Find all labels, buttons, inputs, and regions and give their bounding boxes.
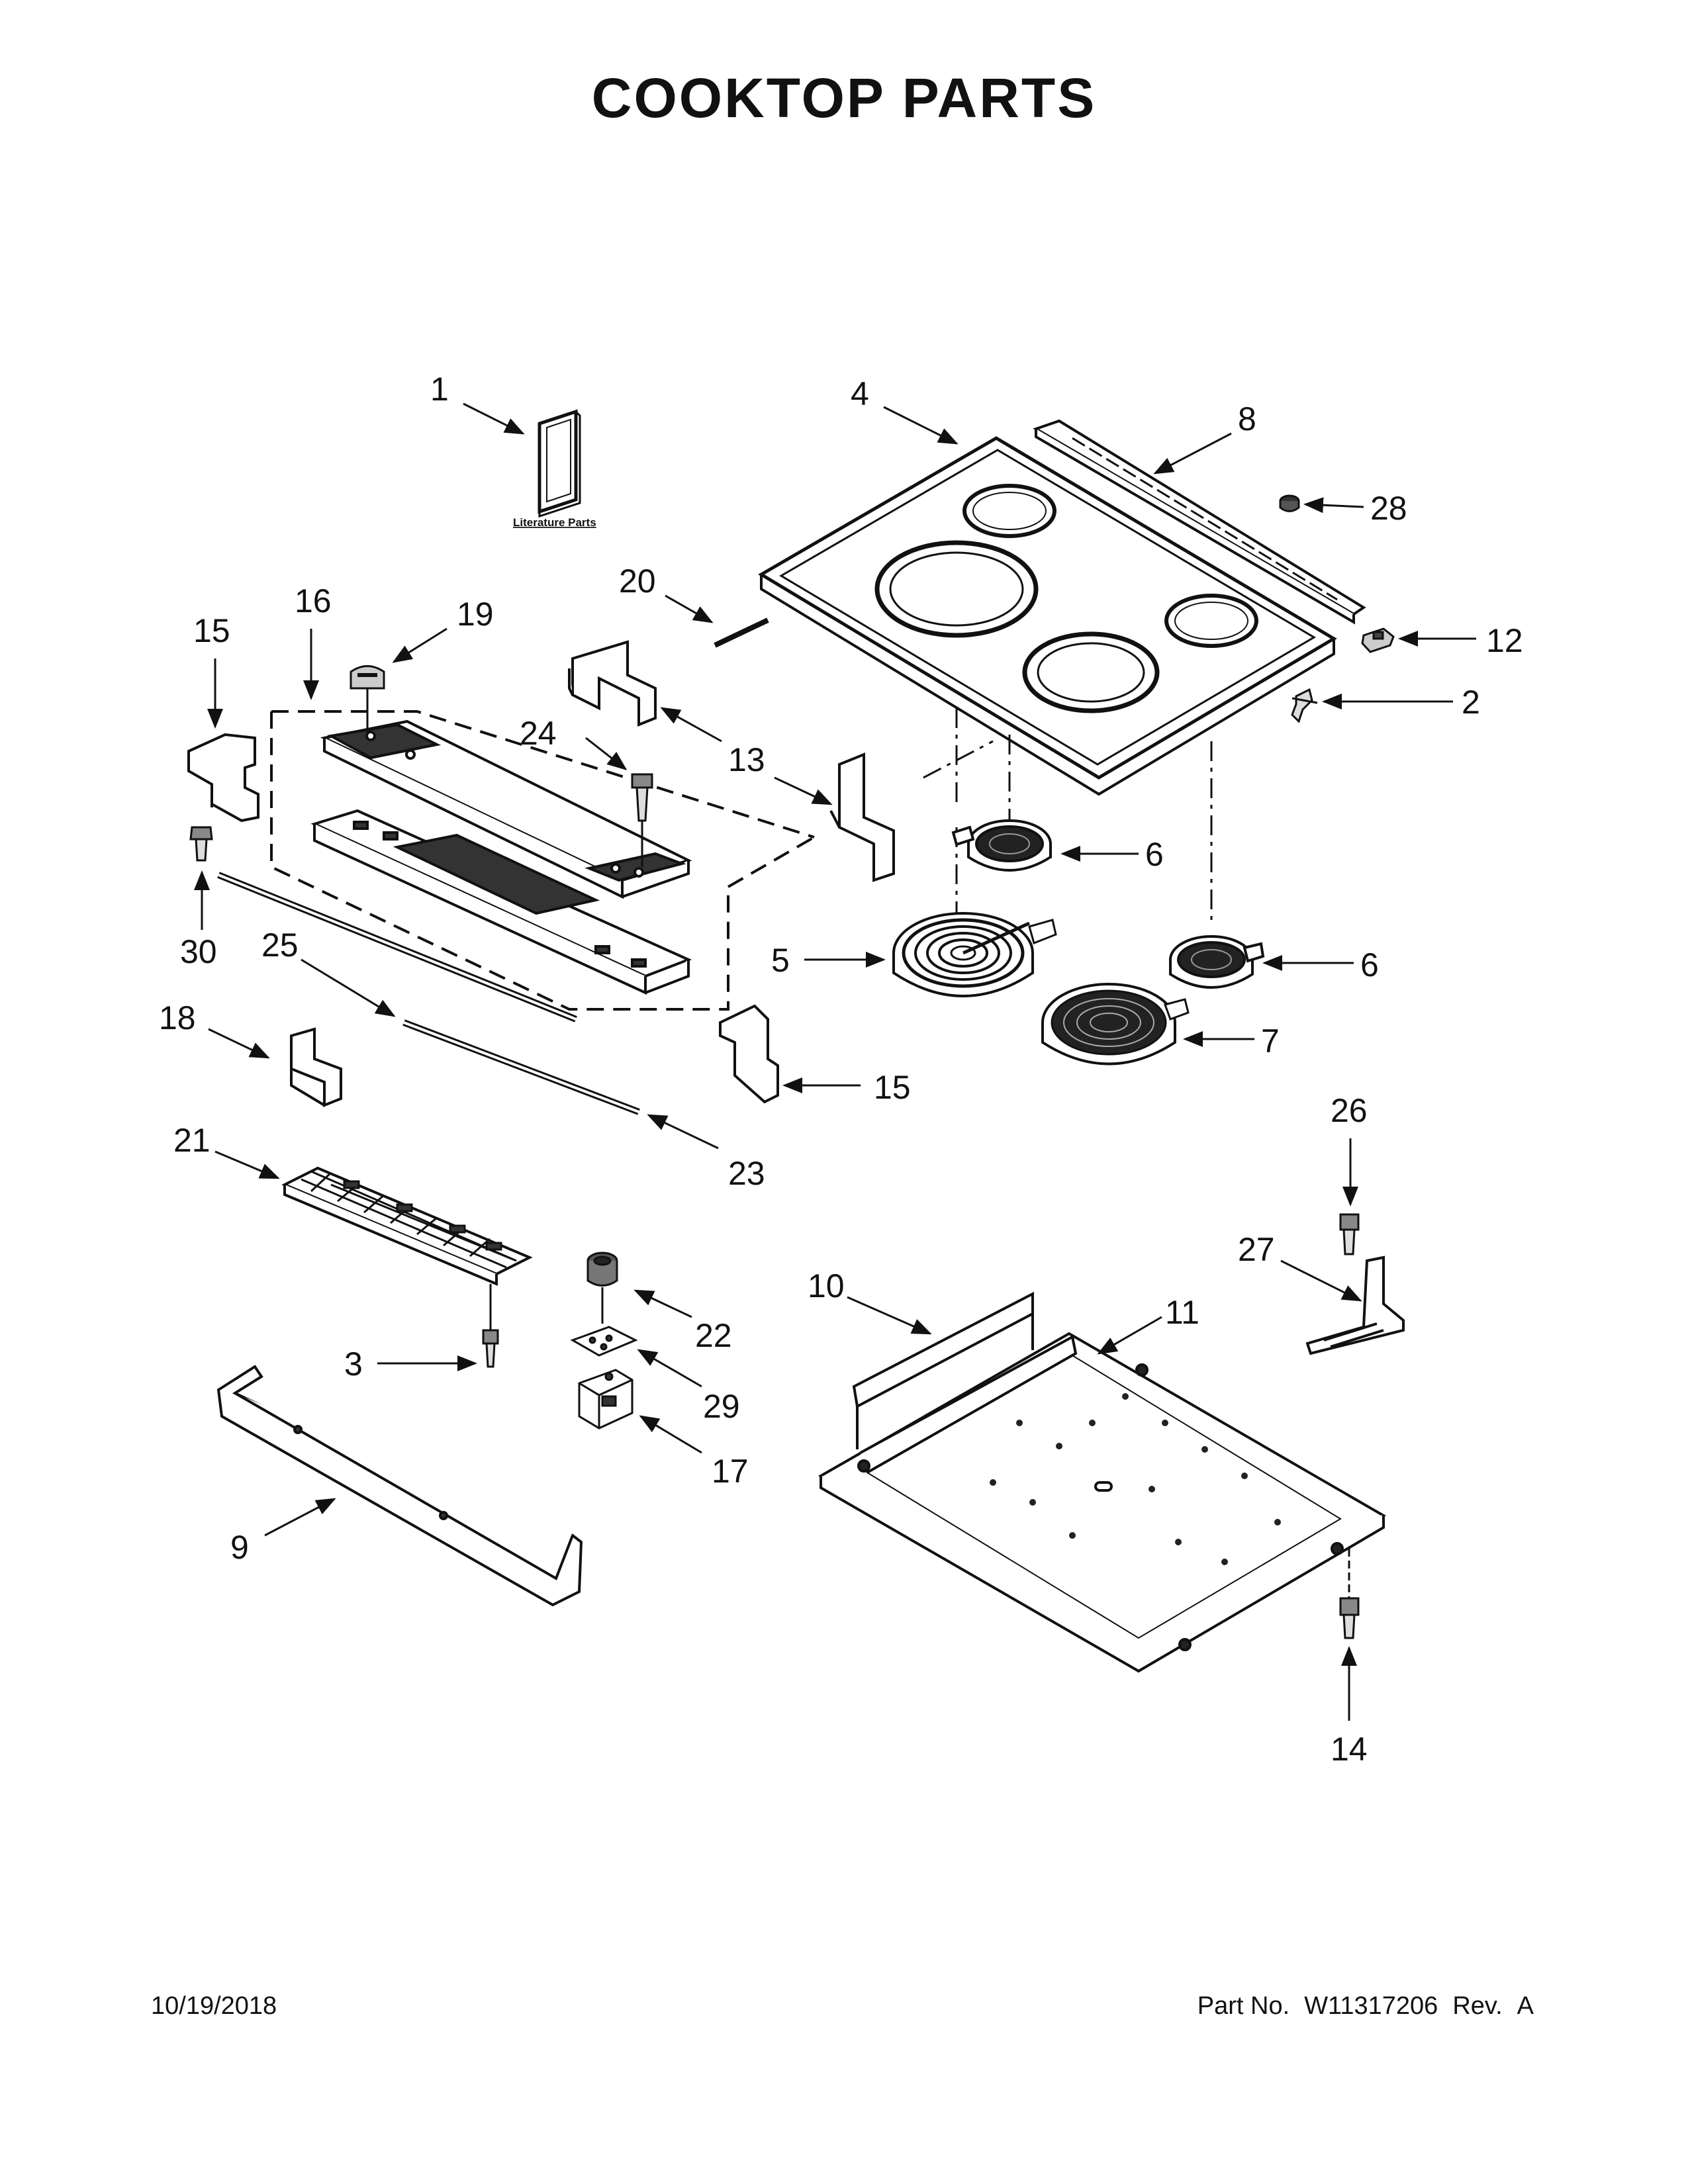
screw-14	[1339, 1549, 1360, 1639]
callout-8: 8	[1238, 400, 1256, 437]
bracket-15-lower	[719, 1004, 779, 1104]
callout-5: 5	[771, 942, 790, 979]
bracket-27	[1305, 1255, 1405, 1355]
callout-7: 7	[1261, 1023, 1280, 1060]
screw-3	[482, 1284, 499, 1368]
callout-26: 26	[1331, 1092, 1368, 1129]
surface-element-7	[1041, 983, 1190, 1066]
bracket-10	[852, 1291, 1034, 1449]
callout-22: 22	[695, 1317, 732, 1354]
assembly-leaders	[923, 708, 1213, 953]
bracket-13-lower	[829, 752, 895, 882]
screw-24	[631, 773, 653, 867]
callout-2: 2	[1462, 684, 1480, 721]
callout-29: 29	[703, 1388, 740, 1425]
console-lower-16	[310, 809, 692, 995]
callout-labels: 1 4 8 28 20 12 2 15 16 19 24 13 6 5 6 7 …	[159, 371, 1523, 1768]
rev-label: Rev.	[1452, 1992, 1503, 2020]
callout-24: 24	[520, 715, 557, 752]
callout-10: 10	[808, 1267, 845, 1304]
wire-clip-2	[1291, 688, 1318, 723]
callout-23: 23	[728, 1155, 765, 1192]
callout-15-lower: 15	[874, 1069, 911, 1106]
callout-27: 27	[1238, 1231, 1275, 1268]
wire-harness-21	[281, 1166, 533, 1287]
callout-3: 3	[344, 1345, 363, 1383]
rev-value: A	[1517, 1992, 1534, 2020]
control-panel-assembly-box	[270, 710, 815, 1011]
part-no-label: Part No.	[1197, 1992, 1290, 2020]
callout-4: 4	[851, 375, 869, 412]
switch-block-17	[578, 1369, 633, 1430]
callout-9: 9	[230, 1529, 249, 1566]
surface-element-5	[892, 912, 1057, 997]
callout-15-upper: 15	[193, 612, 230, 649]
screw-30	[189, 826, 213, 862]
part-no-value: W11317206	[1304, 1992, 1438, 2020]
cooktop-glass	[758, 436, 1337, 796]
footer-date: 10/19/2018	[151, 1992, 277, 2020]
front-trim-9	[216, 1365, 583, 1607]
callout-13: 13	[728, 741, 765, 778]
callout-19: 19	[457, 596, 494, 633]
callout-18: 18	[159, 999, 196, 1036]
base-pan-11	[818, 1332, 1386, 1673]
callout-17: 17	[712, 1453, 749, 1490]
grommet-28	[1279, 494, 1300, 512]
literature-parts-booklet: Literature Parts	[513, 409, 596, 529]
surface-element-6-upper	[951, 819, 1052, 872]
callout-20: 20	[619, 563, 656, 600]
callout-6-lower: 6	[1360, 946, 1379, 983]
callout-25: 25	[261, 927, 299, 964]
callout-28: 28	[1370, 490, 1407, 527]
seal-strip-20	[714, 617, 769, 648]
screw-26	[1339, 1213, 1360, 1255]
callout-6-upper: 6	[1145, 836, 1164, 873]
callout-21: 21	[173, 1122, 211, 1159]
callout-1: 1	[430, 371, 449, 408]
clip-19	[350, 665, 385, 735]
callout-14: 14	[1331, 1731, 1368, 1768]
console-upper-16	[320, 719, 692, 899]
rear-trim-strip	[1033, 419, 1366, 625]
surface-element-6-lower	[1169, 935, 1265, 989]
callout-30: 30	[180, 933, 217, 970]
gasket-25	[217, 872, 577, 1023]
callout-arrows	[194, 402, 1476, 1721]
callout-11: 11	[1165, 1294, 1199, 1331]
callout-12: 12	[1486, 622, 1523, 659]
page-title: COOKTOP PARTS	[591, 67, 1097, 129]
foot-22	[586, 1251, 618, 1324]
bracket-18	[290, 1027, 342, 1107]
footer-part-number: Part No. W11317206 Rev. A	[1197, 1992, 1534, 2021]
callout-16: 16	[295, 582, 332, 619]
bracket-15-upper	[187, 733, 259, 823]
bracket-clip-12	[1361, 627, 1395, 653]
plate-29	[570, 1326, 638, 1357]
gasket-23	[402, 1019, 640, 1115]
bracket-13-upper	[568, 640, 657, 727]
literature-parts-label: Literature Parts	[513, 516, 596, 529]
